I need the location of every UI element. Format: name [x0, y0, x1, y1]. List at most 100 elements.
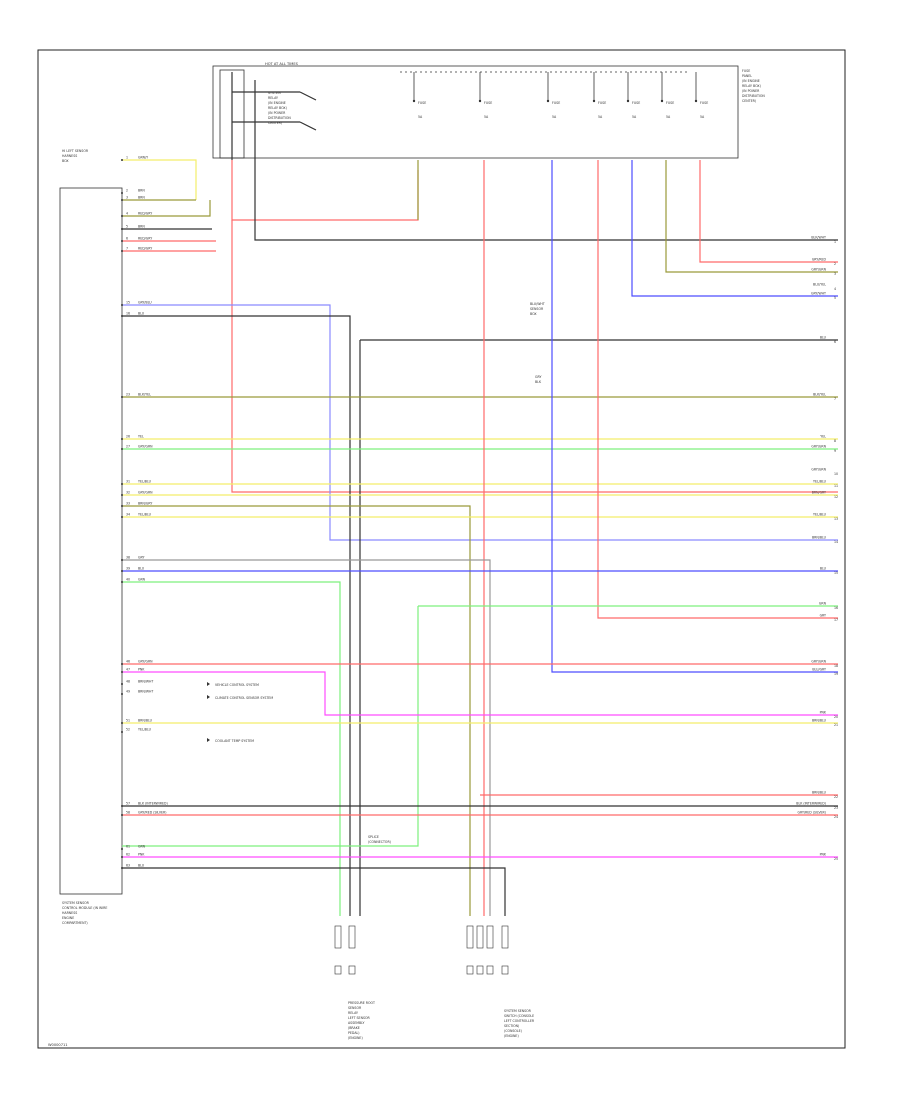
right-wire-label: YEL — [820, 435, 826, 439]
pin-dot — [121, 250, 123, 252]
page-code: W0000711 — [48, 1043, 68, 1047]
pin-wire-color: PNK — [138, 853, 145, 857]
note-text: COOLANT TEMP SYSTEM — [215, 739, 254, 743]
right-wire-label: GRY/RED (SILVER) — [798, 811, 826, 815]
pin-dot — [121, 581, 123, 583]
right-wire-number: 2 — [834, 262, 836, 266]
relay-label-line: CENTER) — [268, 121, 282, 125]
pin-wire-color: BRN/GRY — [138, 502, 152, 506]
right-wire-number: 1 — [834, 240, 836, 244]
fuse-terminal — [412, 99, 416, 103]
pin-number: 57 — [126, 802, 130, 806]
connector-terminal — [348, 965, 356, 975]
pin-wire-color: BLU — [138, 312, 145, 316]
control-module — [59, 187, 123, 895]
pin-number: 34 — [126, 513, 130, 517]
pin-number: 6 — [126, 237, 128, 241]
pin-dot — [121, 396, 123, 398]
pin-dot — [121, 570, 123, 572]
pin-dot — [121, 240, 123, 242]
wire-pnk — [122, 671, 838, 716]
wire-grn-3 — [122, 606, 419, 847]
right-wire-number: 7 — [834, 397, 836, 401]
right-wire-number: 6 — [834, 340, 836, 344]
connector-pin — [486, 925, 494, 949]
pin-number: 62 — [126, 853, 130, 857]
fuse-name: FUSE — [700, 101, 708, 105]
pin-number: 5 — [126, 225, 128, 229]
fuse-rating: 5A — [484, 115, 489, 119]
pin-wire-color: YEL/BLU — [138, 728, 152, 732]
pin-number: 40 — [126, 578, 130, 582]
right-wire-number: 18 — [834, 664, 838, 668]
fuse-panel-label-line: (IN POWER — [742, 89, 760, 93]
fuse-terminal — [694, 99, 698, 103]
wire-brn-gry — [122, 505, 471, 916]
fuse-panel-label-line: PANEL — [742, 74, 752, 78]
pin-wire-color: YEL — [138, 435, 144, 439]
wire-fuse6-red — [597, 160, 838, 619]
ground-label: GRY — [535, 375, 541, 379]
right-wire-number: 12 — [834, 495, 838, 499]
fuse-terminal — [592, 99, 596, 103]
relay-label-line: DISTRIBUTION — [268, 116, 291, 120]
pin-dot — [121, 693, 123, 695]
pin-wire-color: BRN — [138, 196, 145, 200]
fuse-rating: 5A — [666, 115, 671, 119]
right-wire-number: 14 — [834, 540, 838, 544]
fuse-panel-label-line: DISTRIBUTION — [742, 94, 765, 98]
bottom-left-component-line: LEFT SENSOR — [348, 1016, 370, 1020]
note-arrow-icon — [207, 682, 210, 686]
right-wire-label: YEL/BLU — [813, 480, 827, 484]
pin-number: 31 — [126, 480, 130, 484]
bottom-right-component-line: SECTION) — [504, 1024, 519, 1028]
pin-wire-color: GRY/GRN — [138, 445, 153, 449]
sensor-label: BLU/WHT — [530, 302, 545, 306]
pin-number: 15 — [126, 301, 130, 305]
pin-number: 26 — [126, 435, 130, 439]
right-wire-label: BLK/YEL — [813, 393, 826, 397]
right-wire-number: 16 — [834, 606, 838, 610]
ground-label: BLK — [535, 380, 542, 384]
pin-dot — [121, 805, 123, 807]
wire-fuse4-red — [231, 160, 419, 221]
right-wire-label: PNK — [820, 853, 827, 857]
pin-wire-color: BLK (INTERWIRED) — [138, 802, 168, 806]
relay-label-line: (IN POWER — [268, 111, 286, 115]
right-wire-label: BRN/BLU — [812, 719, 827, 723]
pin-number: 63 — [126, 864, 130, 868]
pin-dot — [121, 199, 123, 201]
control-module-line: COMPARTMENT) — [62, 921, 88, 925]
right-wire-label: GRN — [819, 602, 827, 606]
pin-number: 61 — [126, 845, 130, 849]
right-wire-number: 8 — [834, 439, 836, 443]
pin-number: 27 — [126, 445, 130, 449]
pin-dot — [121, 731, 123, 733]
wire-gry-red — [699, 160, 838, 263]
note-arrow-icon — [207, 695, 210, 699]
fuse-name: FUSE — [484, 101, 492, 105]
pin-number: 47 — [126, 668, 130, 672]
wire-blk-wht — [254, 160, 838, 241]
wire-blu-yel — [631, 160, 838, 297]
right-wire-label: GRY/GRN — [811, 445, 826, 449]
pin-number: 3 — [126, 196, 128, 200]
pin-dot — [121, 516, 123, 518]
top-connector-line: BOX — [62, 159, 69, 163]
pin-dot — [121, 814, 123, 816]
right-wire-label: BLU — [820, 567, 827, 571]
top-connector-line: HI LEFT SENSOR — [62, 149, 89, 153]
bottom-right-component-line: SYSTEM SENSOR — [504, 1009, 532, 1013]
pin-wire-color: BLK/YEL — [138, 393, 151, 397]
pin-number: 33 — [126, 502, 130, 506]
right-wire-number: 23 — [834, 806, 838, 810]
right-wire-number: 20 — [834, 715, 838, 719]
connector-terminal — [334, 965, 342, 975]
